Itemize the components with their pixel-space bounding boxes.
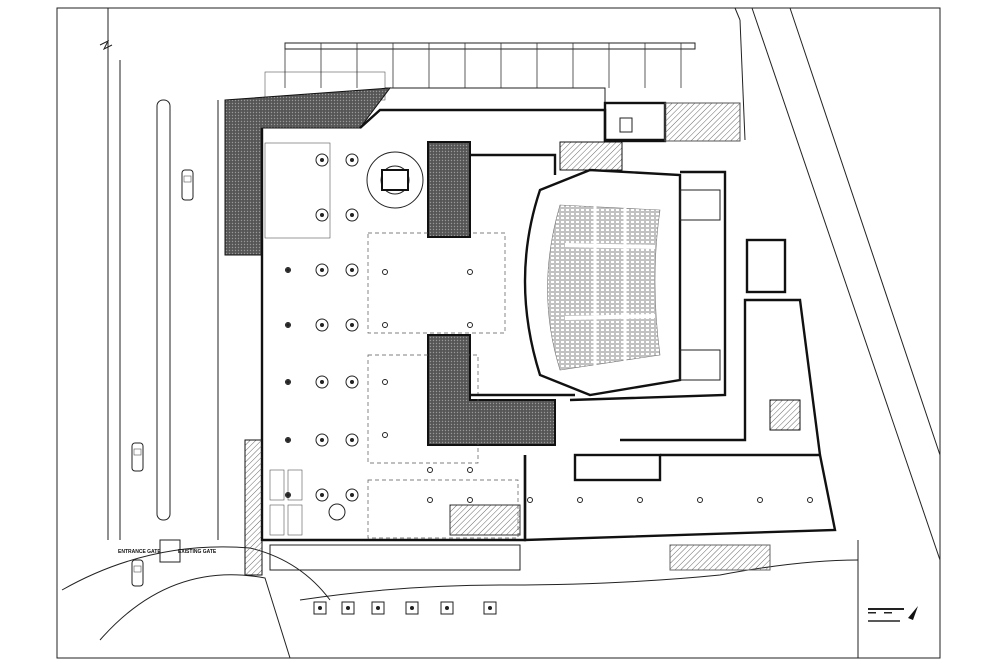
road-median xyxy=(156,99,171,521)
planter-tree xyxy=(445,606,449,610)
column-core xyxy=(320,323,324,327)
planter-box xyxy=(440,601,454,615)
car-icon xyxy=(181,169,194,201)
column-core xyxy=(286,268,290,272)
column xyxy=(427,467,433,473)
column-core xyxy=(320,158,324,162)
column xyxy=(577,497,583,503)
column xyxy=(427,497,433,503)
dark-band xyxy=(224,87,392,256)
planter xyxy=(313,601,327,615)
planters xyxy=(313,601,497,615)
column-core xyxy=(320,438,324,442)
planter-tree xyxy=(376,606,380,610)
column xyxy=(467,467,473,473)
lounge-furniture xyxy=(269,469,346,536)
column xyxy=(697,497,703,503)
column xyxy=(807,497,813,503)
planter-box xyxy=(341,601,355,615)
column xyxy=(382,322,388,328)
column-core xyxy=(286,438,290,442)
structural-columns xyxy=(285,153,813,503)
planter xyxy=(483,601,497,615)
column-core xyxy=(350,493,354,497)
existing-gate-label: EXISTING GATE xyxy=(178,549,217,555)
north-arrow-icon xyxy=(908,606,918,620)
planter xyxy=(341,601,355,615)
planter xyxy=(440,601,454,615)
column xyxy=(382,432,388,438)
column xyxy=(637,497,643,503)
car-icon xyxy=(131,559,144,587)
core-north xyxy=(427,141,471,238)
planter xyxy=(405,601,419,615)
planter-box xyxy=(313,601,327,615)
entrance-gate-label: ENTRANCE GATE xyxy=(118,549,161,555)
left-road xyxy=(99,8,219,540)
atrium-voids xyxy=(264,142,519,539)
auditorium xyxy=(470,153,727,402)
planter-tree xyxy=(346,606,350,610)
building-outline xyxy=(244,101,837,576)
site-curve xyxy=(61,539,859,659)
column-core xyxy=(286,323,290,327)
column-core xyxy=(350,380,354,384)
planter-box xyxy=(405,601,419,615)
gate-house xyxy=(159,539,181,563)
column-core xyxy=(350,323,354,327)
planter-box xyxy=(483,601,497,615)
car-icon xyxy=(131,442,144,472)
column-core xyxy=(286,380,290,384)
planter-tree xyxy=(410,606,414,610)
column xyxy=(467,497,473,503)
column xyxy=(527,497,533,503)
column-core xyxy=(350,213,354,217)
column xyxy=(467,269,473,275)
sheet-border xyxy=(56,7,941,659)
spiral-stair xyxy=(366,151,424,209)
core-south xyxy=(427,334,556,446)
column xyxy=(382,269,388,275)
planter-tree xyxy=(488,606,492,610)
column-core xyxy=(320,268,324,272)
column xyxy=(467,322,473,328)
column-core xyxy=(320,213,324,217)
right-road xyxy=(734,7,941,561)
column-core xyxy=(286,493,290,497)
planter-tree xyxy=(318,606,322,610)
scale-bar xyxy=(868,608,904,622)
column-core xyxy=(320,380,324,384)
column xyxy=(382,379,388,385)
column-core xyxy=(350,268,354,272)
planter-box xyxy=(371,601,385,615)
column xyxy=(757,497,763,503)
column-core xyxy=(350,158,354,162)
column-core xyxy=(320,493,324,497)
column-core xyxy=(350,438,354,442)
planter xyxy=(371,601,385,615)
